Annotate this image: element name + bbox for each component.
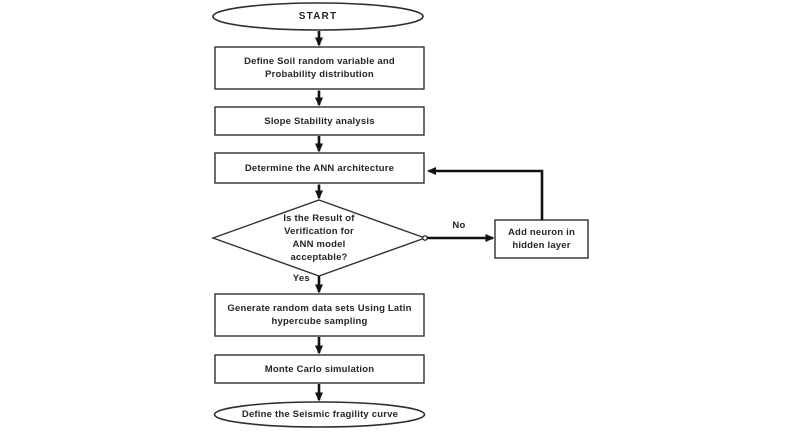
monte-carlo-process-shape: [214, 354, 425, 384]
decision-line-2: Verification for: [284, 226, 354, 237]
arrow-add-neuron-feedback-to-ann-architecture: [427, 167, 544, 220]
slope-stability-node-label: Slope Stability analysis: [215, 107, 424, 135]
slope-stability-line-1: Slope Stability analysis: [264, 115, 375, 127]
generate-data-line-2: hypercube sampling: [271, 316, 368, 327]
add-neuron-line-1: Add neuron in: [508, 227, 575, 238]
ann-architecture-node-label: Determine the ANN architecture: [215, 153, 424, 183]
decision-line-1: Is the Result of: [283, 213, 355, 224]
define-soil-process-shape: [214, 46, 425, 90]
generate-data-process-shape: [214, 293, 425, 337]
define-soil-line-2: Probability distribution: [265, 69, 374, 80]
no-edge-label: No: [452, 220, 466, 231]
decision-line-3: ANN model: [292, 239, 346, 250]
generate-data-node-label: Generate random data sets Using Latin hy…: [215, 294, 424, 336]
monte-carlo-line-1: Monte Carlo simulation: [264, 363, 375, 375]
add-neuron-line-2: hidden layer: [512, 240, 571, 251]
add-neuron-node-label: Add neuron in hidden layer: [495, 220, 588, 258]
yes-edge-label: Yes: [292, 273, 310, 284]
end-terminator-shape: [213, 401, 426, 428]
end-node-label: Define the Seismic fragility curve: [241, 409, 399, 420]
add-neuron-process-shape: [494, 219, 589, 259]
define-soil-node-label: Define Soil random variable and Probabil…: [215, 47, 424, 89]
decision-right-vertex-dot: [422, 235, 428, 241]
slope-stability-process-shape: [214, 106, 425, 136]
ann-architecture-process-shape: [214, 152, 425, 184]
define-soil-line-1: Define Soil random variable and: [244, 56, 395, 67]
start-terminator-shape: [212, 2, 424, 31]
verification-decision-diamond-shape: [210, 199, 428, 277]
ann-architecture-line-1: Determine the ANN architecture: [244, 162, 395, 174]
decision-line-4: acceptable?: [290, 252, 348, 263]
generate-data-line-1: Generate random data sets Using Latin: [227, 303, 412, 314]
start-node-label: START: [298, 11, 338, 22]
monte-carlo-node-label: Monte Carlo simulation: [215, 355, 424, 383]
verification-decision-node-label: Is the Result of Verification for ANN mo…: [239, 211, 399, 265]
